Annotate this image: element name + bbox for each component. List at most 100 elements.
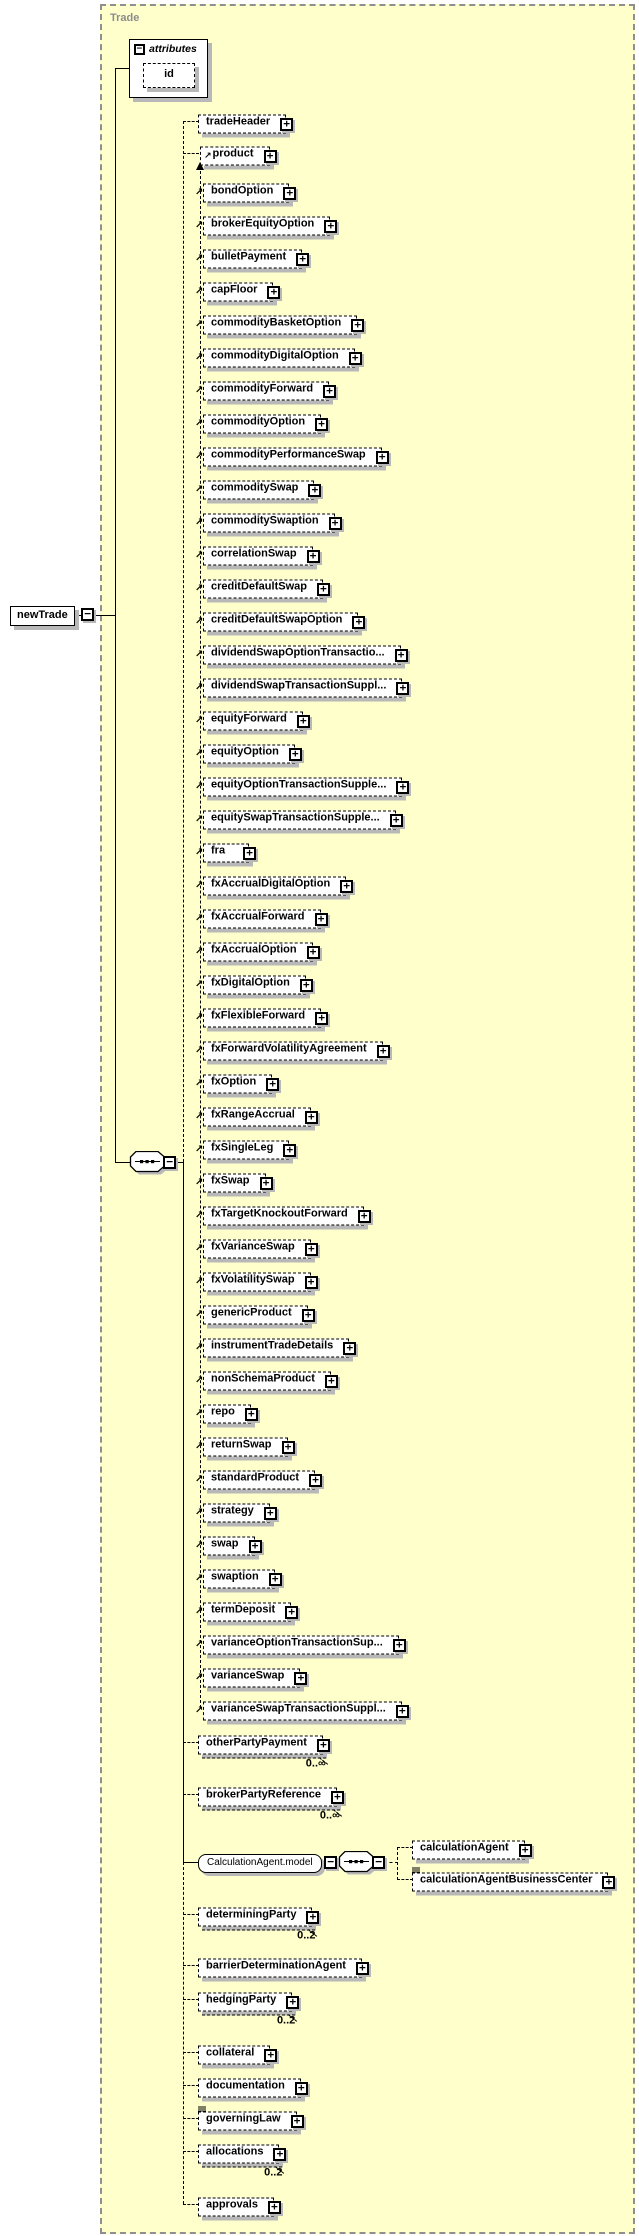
element-fx-swap[interactable]: ↗fxSwap+ <box>195 1173 273 1193</box>
expand-button-standard-product[interactable]: + <box>309 1473 323 1487</box>
element-equity-forward[interactable]: ↗equityForward+ <box>195 711 310 731</box>
element-non-schema-product[interactable]: ↗nonSchemaProduct+ <box>195 1371 338 1391</box>
element-fx-accrual-option[interactable]: ↗fxAccrualOption+ <box>195 942 320 962</box>
element-barrier-determination-agent[interactable]: barrierDeterminationAgent+ <box>198 1958 369 1978</box>
expand-button-calculation-agent[interactable]: + <box>518 1843 532 1857</box>
expand-button-equity-option-transaction-supple[interactable]: + <box>396 780 410 794</box>
element-cap-floor[interactable]: ↗capFloor+ <box>195 282 281 302</box>
expand-button-credit-default-swap[interactable]: + <box>316 582 330 596</box>
expand-button-cap-floor[interactable]: + <box>267 285 281 299</box>
collapse-button-new-trade[interactable]: − <box>81 608 94 621</box>
calculation-agent-model-group[interactable]: CalculationAgent.model <box>198 1854 322 1873</box>
element-determining-party[interactable]: determiningParty+0..2 <box>198 1907 320 1942</box>
element-commodity-option[interactable]: ↗commodityOption+ <box>195 414 329 434</box>
expand-button-variance-swap-transaction-suppl[interactable]: + <box>395 1704 409 1718</box>
element-calculation-agent-business-center[interactable]: calculationAgentBusinessCenter+ <box>412 1867 616 1892</box>
expand-button-fx-flexible-forward[interactable]: + <box>315 1011 329 1025</box>
element-strategy[interactable]: ↗strategy+ <box>195 1503 277 1523</box>
element-commodity-performance-swap[interactable]: ↗commodityPerformanceSwap+ <box>195 447 389 467</box>
element-equity-option-transaction-supple[interactable]: ↗equityOptionTransactionSupple...+ <box>195 777 410 797</box>
element-collateral[interactable]: collateral+ <box>198 2045 278 2065</box>
element-standard-product[interactable]: ↗standardProduct+ <box>195 1470 323 1490</box>
expand-button-bond-option[interactable]: + <box>283 186 297 200</box>
element-fx-option[interactable]: ↗fxOption+ <box>195 1074 280 1094</box>
element-allocations[interactable]: allocations+0..2 <box>198 2144 287 2179</box>
element-broker-party-reference[interactable]: brokerPartyReference+0..∞ <box>198 1787 344 1822</box>
expand-button-approvals[interactable]: + <box>267 2200 281 2214</box>
expand-button-swaption[interactable]: + <box>268 1572 282 1586</box>
expand-button-commodity-performance-swap[interactable]: + <box>375 450 389 464</box>
expand-button-equity-option[interactable]: + <box>288 747 302 761</box>
element-instrument-trade-details[interactable]: ↗instrumentTradeDetails+ <box>195 1338 357 1358</box>
element-fx-single-leg[interactable]: ↗fxSingleLeg+ <box>195 1140 297 1160</box>
expand-button-hedging-party[interactable]: + <box>286 1995 300 2009</box>
element-trade-header[interactable]: tradeHeader+ <box>198 114 294 134</box>
element-credit-default-swap-option[interactable]: ↗creditDefaultSwapOption+ <box>195 612 366 632</box>
element-fx-range-accrual[interactable]: ↗fxRangeAccrual+ <box>195 1107 318 1127</box>
expand-button-variance-option-transaction-sup[interactable]: + <box>392 1638 406 1652</box>
element-hedging-party[interactable]: hedgingParty+0..2 <box>198 1992 300 2027</box>
attributes-collapse-button[interactable]: − <box>134 43 145 55</box>
element-dividend-swap-transaction-suppl[interactable]: ↗dividendSwapTransactionSuppl...+ <box>195 678 410 698</box>
element-generic-product[interactable]: ↗genericProduct+ <box>195 1305 315 1325</box>
element-fx-forward-volatility-agreement[interactable]: ↗fxForwardVolatilityAgreement+ <box>195 1041 390 1061</box>
expand-button-commodity-forward[interactable]: + <box>323 384 337 398</box>
expand-button-documentation[interactable]: + <box>294 2081 308 2095</box>
element-broker-equity-option[interactable]: ↗brokerEquityOption+ <box>195 216 338 236</box>
element-swaption[interactable]: ↗swaption+ <box>195 1569 282 1589</box>
expand-button-equity-swap-transaction-supple[interactable]: + <box>389 813 403 827</box>
element-fx-accrual-digital-option[interactable]: ↗fxAccrualDigitalOption+ <box>195 876 354 896</box>
element-governing-law[interactable]: governingLaw+ <box>198 2106 304 2131</box>
expand-button-fx-variance-swap[interactable]: + <box>304 1242 318 1256</box>
expand-button-term-deposit[interactable]: + <box>285 1605 299 1619</box>
element-fx-variance-swap[interactable]: ↗fxVarianceSwap+ <box>195 1239 318 1259</box>
expand-button-variance-swap[interactable]: + <box>294 1671 308 1685</box>
expand-button-commodity-digital-option[interactable]: + <box>348 351 362 365</box>
element-commodity-digital-option[interactable]: ↗commodityDigitalOption+ <box>195 348 362 368</box>
element-fra[interactable]: ↗fra+ <box>195 843 256 863</box>
expand-button-non-schema-product[interactable]: + <box>324 1374 338 1388</box>
element-fx-flexible-forward[interactable]: ↗fxFlexibleForward+ <box>195 1008 329 1028</box>
element-credit-default-swap[interactable]: ↗creditDefaultSwap+ <box>195 579 330 599</box>
element-repo[interactable]: ↗repo+ <box>195 1404 258 1424</box>
expand-button-other-party-payment[interactable]: + <box>316 1738 330 1752</box>
expand-button-return-swap[interactable]: + <box>281 1440 295 1454</box>
element-variance-option-transaction-sup[interactable]: ↗varianceOptionTransactionSup...+ <box>195 1635 406 1655</box>
expand-button-product[interactable]: + <box>263 149 277 163</box>
element-commodity-swaption[interactable]: ↗commoditySwaption+ <box>195 513 342 533</box>
element-term-deposit[interactable]: ↗termDeposit+ <box>195 1602 299 1622</box>
expand-button-fx-option[interactable]: + <box>266 1077 280 1091</box>
expand-button-barrier-determination-agent[interactable]: + <box>355 1961 369 1975</box>
expand-button-collateral[interactable]: + <box>264 2048 278 2062</box>
expand-button-commodity-basket-option[interactable]: + <box>351 318 365 332</box>
element-approvals[interactable]: approvals+ <box>198 2197 281 2217</box>
expand-button-governing-law[interactable]: + <box>290 2114 304 2128</box>
element-correlation-swap[interactable]: ↗correlationSwap+ <box>195 546 320 566</box>
expand-button-repo[interactable]: + <box>244 1407 258 1421</box>
element-documentation[interactable]: documentation+ <box>198 2078 308 2098</box>
element-variance-swap-transaction-suppl[interactable]: ↗varianceSwapTransactionSuppl...+ <box>195 1701 409 1721</box>
expand-button-fx-single-leg[interactable]: + <box>283 1143 297 1157</box>
element-calculation-agent[interactable]: calculationAgent+ <box>412 1840 532 1860</box>
expand-button-commodity-swaption[interactable]: + <box>328 516 342 530</box>
element-other-party-payment[interactable]: otherPartyPayment+0..∞ <box>198 1735 330 1770</box>
element-product[interactable]: ↗product+ <box>200 146 277 166</box>
sequence-compositor-icon[interactable] <box>129 1151 169 1176</box>
element-equity-option[interactable]: ↗equityOption+ <box>195 744 302 764</box>
element-fx-digital-option[interactable]: ↗fxDigitalOption+ <box>195 975 313 995</box>
element-commodity-basket-option[interactable]: ↗commodityBasketOption+ <box>195 315 365 335</box>
expand-button-fx-volatility-swap[interactable]: + <box>304 1275 318 1289</box>
expand-button-dividend-swap-transaction-suppl[interactable]: + <box>396 681 410 695</box>
expand-button-fx-target-knockout-forward[interactable]: + <box>357 1209 371 1223</box>
collapse-button-sequence-calc[interactable]: − <box>372 1856 385 1869</box>
expand-button-fx-range-accrual[interactable]: + <box>304 1110 318 1124</box>
element-commodity-forward[interactable]: ↗commodityForward+ <box>195 381 337 401</box>
expand-button-bullet-payment[interactable]: + <box>296 252 310 266</box>
expand-button-fx-forward-volatility-agreement[interactable]: + <box>376 1044 390 1058</box>
expand-button-credit-default-swap-option[interactable]: + <box>352 615 366 629</box>
expand-button-fx-accrual-forward[interactable]: + <box>314 912 328 926</box>
collapse-button-calculation-agent-model[interactable]: − <box>324 1856 337 1869</box>
element-dividend-swap-option-transactio[interactable]: ↗dividendSwapOptionTransactio...+ <box>195 645 408 665</box>
element-bond-option[interactable]: ↗bondOption+ <box>195 183 297 203</box>
element-fx-target-knockout-forward[interactable]: ↗fxTargetKnockoutForward+ <box>195 1206 371 1226</box>
